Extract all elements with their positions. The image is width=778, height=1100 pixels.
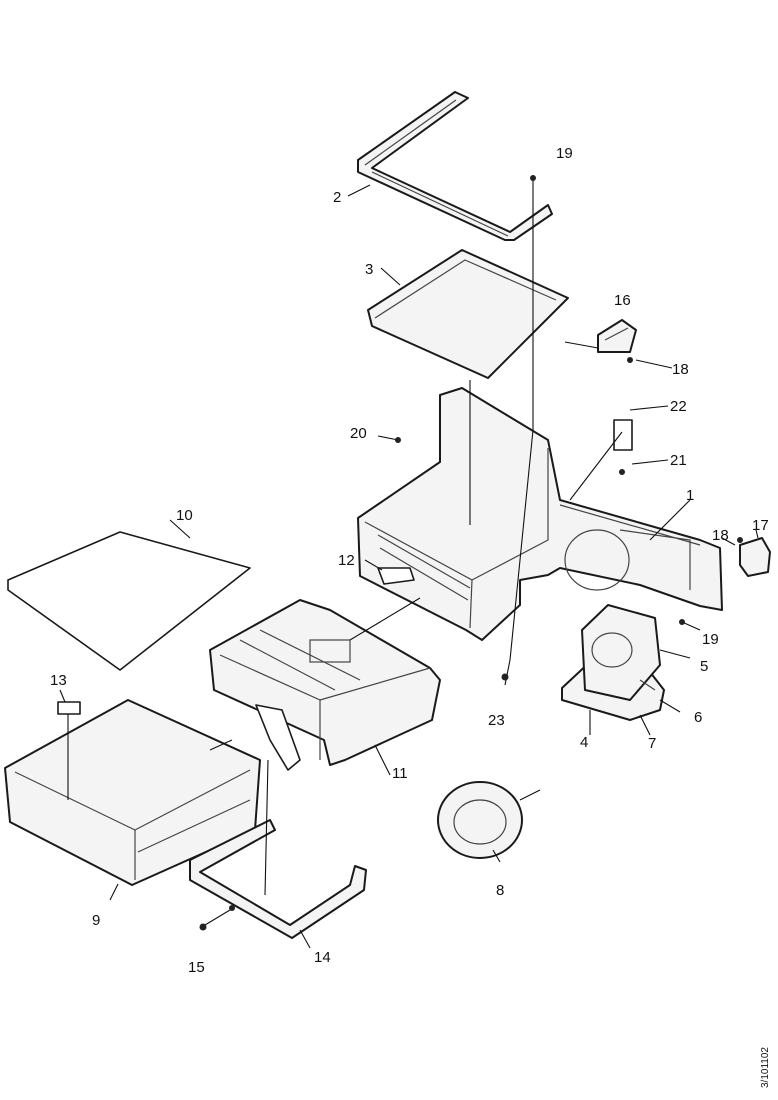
callout-14: 14 [314,949,331,966]
part-16-hinge-bracket [597,319,637,353]
callout-23: 23 [488,712,505,729]
callout-labels: 1 2 3 4 5 6 7 8 9 10 11 12 13 14 15 16 1… [50,145,769,976]
callout-19-upper: 19 [556,145,573,162]
callout-13: 13 [50,672,67,689]
part-1-cabinet-body [357,387,723,641]
callout-8: 8 [496,882,504,899]
callout-18-upper: 18 [672,361,689,378]
part-10-panel [7,531,251,671]
callout-3: 3 [365,261,373,278]
callout-16: 16 [614,292,631,309]
callout-1: 1 [686,487,694,504]
callout-11: 11 [392,765,408,782]
callout-18-lower: 18 [712,527,729,544]
part-13-tab [57,701,81,715]
callout-20: 20 [350,425,367,442]
callout-9: 9 [92,912,100,929]
part-14-kick-plate [189,819,367,939]
figure-code: 3/101102 [760,1047,771,1088]
part-22-bracket [613,419,633,451]
part-2-top-frame [357,91,553,241]
part-3-lid-panel [367,249,569,379]
part-11-chassis [209,599,441,771]
part-4-housing-assembly [561,604,665,721]
callout-22: 22 [670,398,687,415]
callout-5: 5 [700,658,708,675]
callout-17: 17 [752,517,769,534]
callout-15: 15 [188,959,205,976]
callout-21: 21 [670,452,687,469]
callout-2: 2 [333,189,341,206]
callout-7: 7 [648,735,656,752]
callout-19-lower: 19 [702,631,719,648]
part-12-clip [377,567,415,585]
callout-4: 4 [580,734,588,751]
screws [199,175,743,931]
callout-6: 6 [694,709,702,726]
leader-lines [59,180,759,949]
part-8-seal [437,781,523,859]
callout-10: 10 [176,507,193,524]
callout-12: 12 [338,552,355,569]
part-17-hinge [739,537,771,577]
